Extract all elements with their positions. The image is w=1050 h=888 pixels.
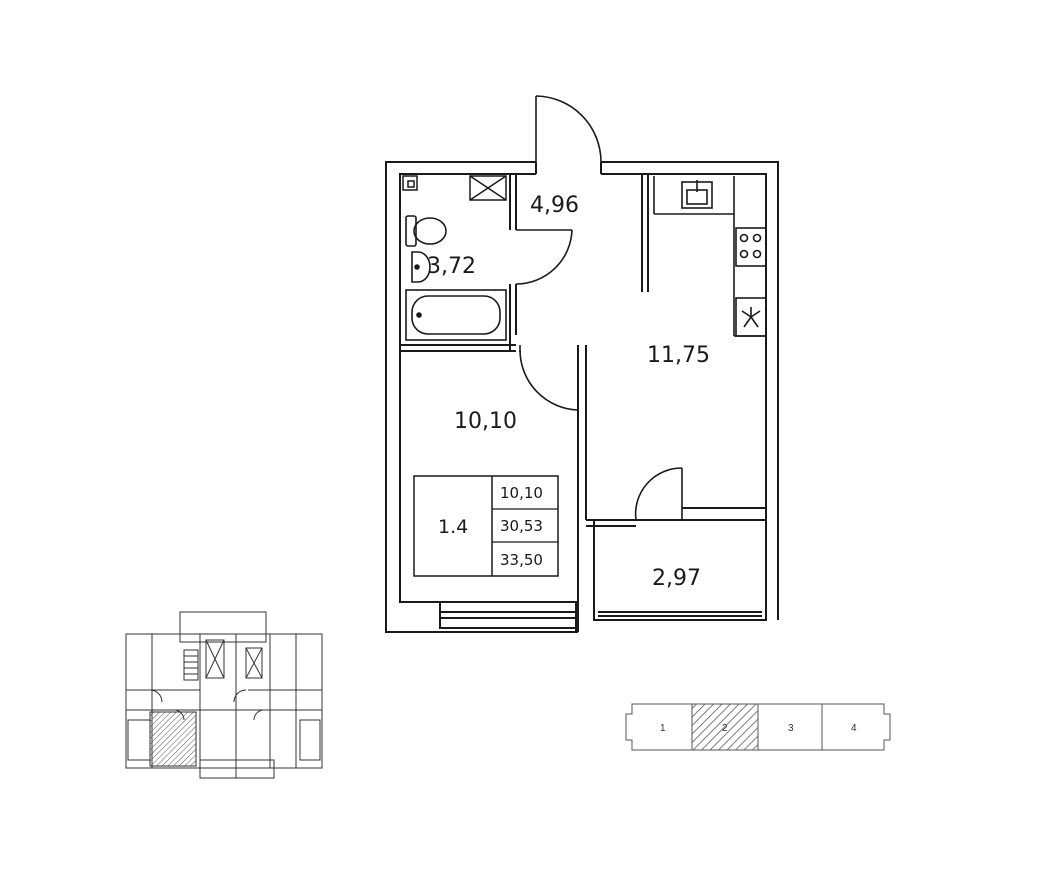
room-area-balcony: 2,97	[652, 566, 701, 591]
room-area-bathroom: 3,72	[427, 254, 476, 279]
section-4-label[interactable]: 4	[851, 723, 857, 734]
bathtub-icon	[405, 289, 507, 341]
highlighted-apartment	[149, 711, 197, 767]
apartment-info-box: 1.4 10,10 30,53 33,50	[413, 475, 559, 577]
riser-icon	[402, 175, 418, 191]
door-swing-icon	[519, 345, 579, 411]
living-area: 10,10	[500, 484, 543, 502]
section-1-label[interactable]: 1	[660, 723, 666, 734]
kitchen-counter	[653, 176, 766, 337]
room-area-hall: 4,96	[530, 193, 579, 218]
kitchen-sink-icon	[681, 180, 713, 209]
door-swing-icon	[535, 95, 602, 163]
sink-icon	[411, 251, 431, 283]
room-area-kitchen: 11,75	[647, 343, 710, 368]
door-swing-icon	[515, 229, 573, 285]
section-selector	[625, 703, 891, 751]
section-4-shape	[821, 703, 891, 751]
toilet-icon	[405, 215, 447, 247]
apartment-number: 1.4	[438, 516, 468, 538]
apartment-walls	[385, 161, 779, 633]
section-3-label[interactable]: 3	[788, 723, 794, 734]
stove-icon	[735, 227, 767, 267]
area-with-balcony: 33,50	[500, 551, 543, 569]
fan-icon	[735, 297, 767, 337]
section-2-label[interactable]: 2	[722, 723, 728, 734]
section-1-shape	[625, 703, 693, 751]
door-swing-icon	[634, 467, 683, 521]
floor-key-plan	[125, 611, 323, 779]
total-area: 30,53	[500, 517, 543, 535]
room-area-bedroom: 10,10	[454, 409, 517, 434]
ventilation-shaft-icon	[469, 175, 507, 201]
